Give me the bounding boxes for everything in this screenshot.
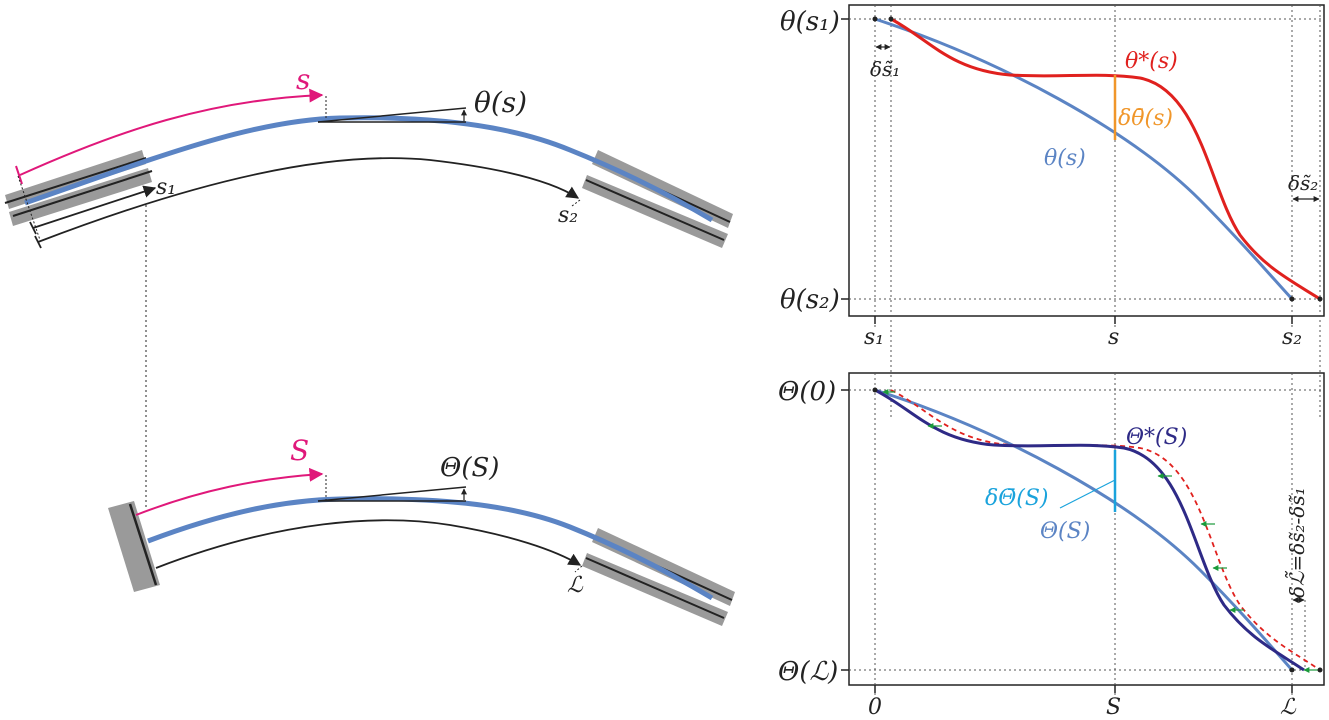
xtick-L: ℒ [1280, 695, 1297, 720]
theta-plot: θ(s₁) θ(s₂) s₁ s s₂ θ*(s) δθ̄(s) θ(s) δs… [780, 4, 1325, 420]
xtick-s: s [1108, 325, 1119, 350]
L-label-bottom: ℒ [567, 573, 584, 598]
green-shift-arrows [882, 389, 1318, 673]
s2-arc-arrow [37, 157, 580, 243]
theta-curve-label: θ(s) [1044, 146, 1086, 171]
xtick-0: 0 [868, 695, 882, 720]
ds2-label: δs̃₂ [1288, 171, 1318, 195]
s1-label-top: s₁ [156, 175, 176, 200]
theta-curve [874, 17, 1294, 301]
xtick-s1: s₁ [864, 325, 884, 350]
Theta-plot: Θ(0) Θ(ℒ) 0 S ℒ Θ*(S) δΘ̄(S) Θ(S) δℒ̃=δs… [778, 372, 1325, 720]
bottom-rod-diagram: S Θ(S) ℒ [108, 434, 735, 626]
Theta-0-ylabel: Θ(0) [778, 377, 836, 407]
theta-star-curve [890, 17, 1321, 301]
Theta-curve-label: Θ(S) [1040, 519, 1090, 544]
theta-star-label: θ*(s) [1125, 49, 1178, 74]
left-clamp-top [4, 150, 153, 226]
ds1-label: δs̃₁ [870, 57, 900, 81]
delta-theta-label: δθ̄(s) [1118, 106, 1173, 131]
xtick-S: S [1106, 695, 1121, 720]
s1-arrow [32, 185, 157, 229]
rod-top [24, 115, 714, 223]
Theta-curve [874, 388, 1294, 671]
left-wall-clamp [108, 501, 160, 592]
S-arc-arrow [135, 467, 324, 516]
Theta-star-curve [874, 388, 1305, 672]
Theta-dashed-curve [890, 389, 1321, 671]
Theta-star-label: Θ*(S) [1126, 425, 1187, 450]
s-arc-arrow [19, 88, 324, 176]
delta-Theta-label: δΘ̄(S) [985, 486, 1049, 511]
xtick-s2: s₂ [1282, 325, 1302, 350]
dL-label: δℒ̃=δs̃₂-δs̃₁ [1284, 487, 1309, 598]
s2-label-top: s₂ [558, 203, 578, 228]
theta-s2-ylabel: θ(s₂) [780, 285, 840, 315]
S-label-bottom: S [290, 434, 309, 467]
L-arc-arrow [155, 519, 582, 569]
theta-s-label-top: θ(s) [474, 86, 527, 119]
s-label-top: s [296, 63, 310, 96]
Theta-plot-frame [848, 372, 1325, 686]
theta-plot-frame [848, 4, 1325, 317]
Theta-S-label-bottom: Θ(S) [440, 453, 499, 483]
Theta-L-ylabel: Θ(ℒ) [778, 657, 838, 687]
theta-s1-ylabel: θ(s₁) [780, 7, 840, 37]
rod-bottom [147, 496, 714, 601]
top-rod-diagram: s θ(s) s₁ s₂ [4, 63, 733, 249]
